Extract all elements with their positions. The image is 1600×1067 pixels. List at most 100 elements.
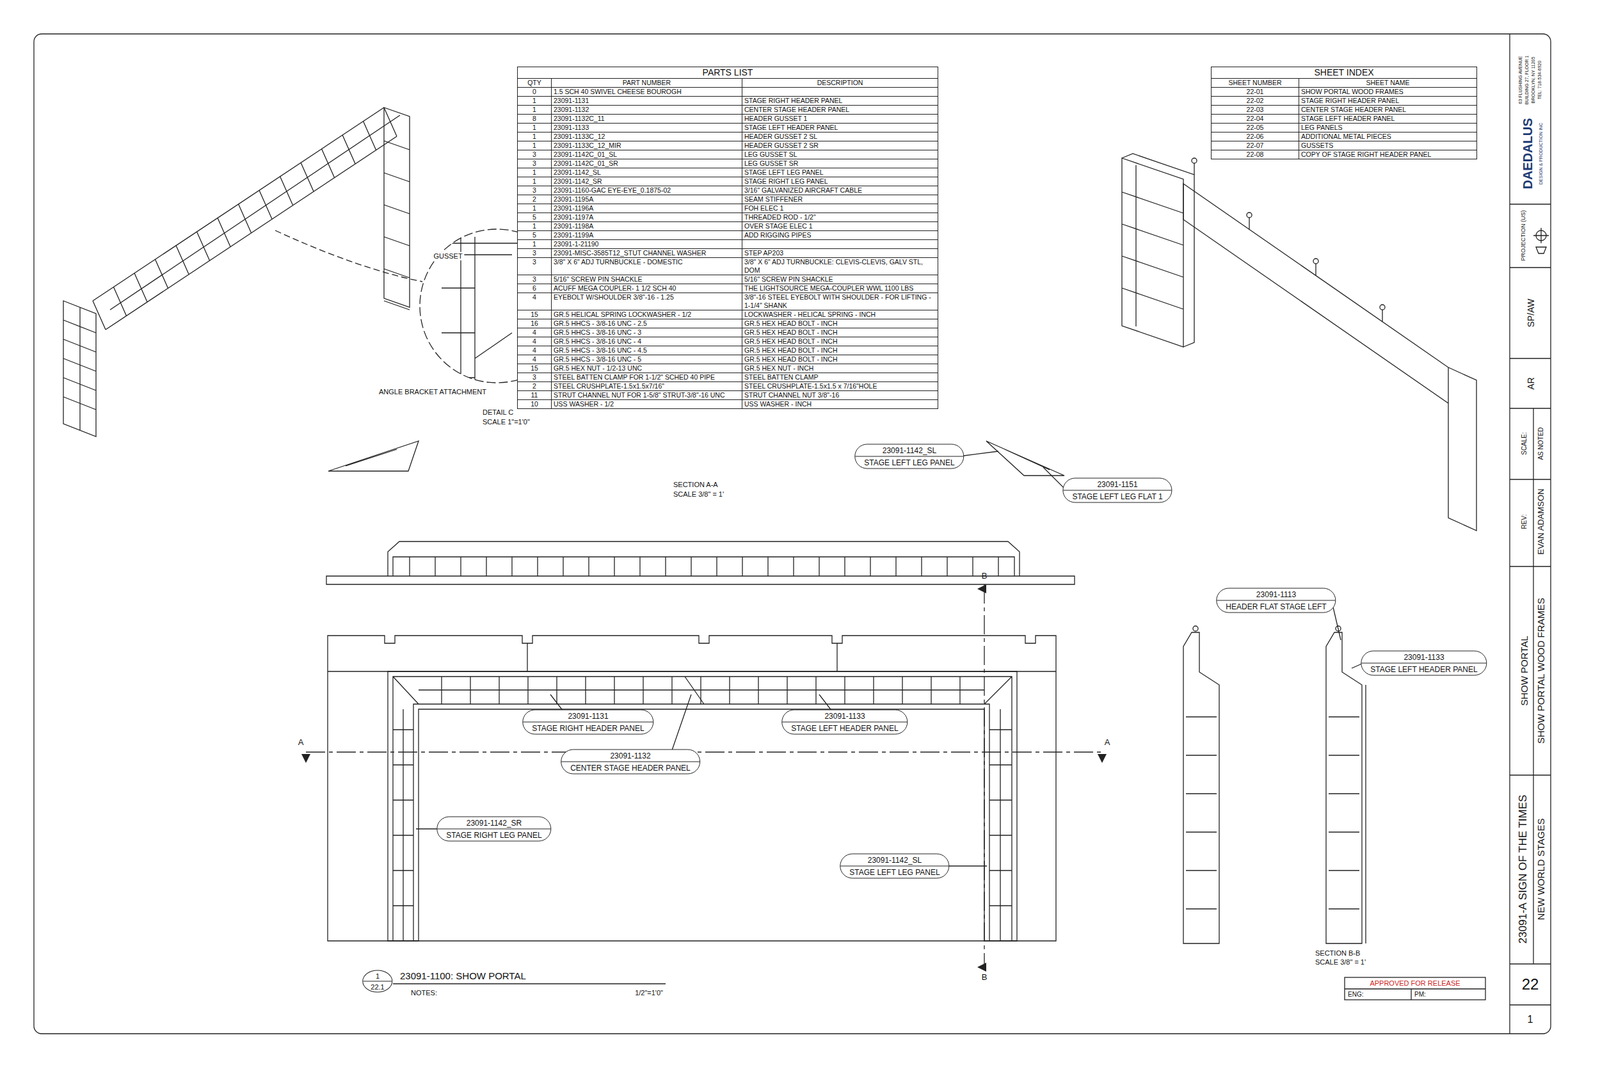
callout-oval: 23091-1142_SRSTAGE RIGHT LEG PANEL — [436, 816, 552, 842]
part-number: 23091-MISC-3585T12_STUT CHANNEL WASHER — [553, 248, 706, 257]
qty-cell: 0 — [517, 87, 552, 97]
sheet-label: DESIGN & PRODUCTION INC — [1538, 122, 1544, 185]
table-row: QTYPART NUMBERDESCRIPTION — [517, 78, 939, 88]
quantity: 3 — [532, 186, 537, 194]
quantity: 1 — [532, 141, 537, 150]
part-number: GR.5 HHCS - 3/8-16 UNC - 3 — [553, 328, 642, 336]
column-header: PART NUMBER — [622, 78, 671, 87]
callout-oval: 23091-1113HEADER FLAT STAGE LEFT — [1216, 588, 1336, 614]
callout-number: 23091-1142_SL — [855, 444, 964, 457]
table-row: 4GR.5 HHCS - 3/8-16 UNC - 4GR.5 HEX HEAD… — [517, 337, 939, 347]
quantity: 1 — [532, 222, 537, 230]
desc-cell: THREADED ROD - 1/2" — [742, 213, 939, 223]
sheet-label: BROOKLYN, NY 11205 — [1530, 56, 1536, 104]
sheet-label: 1 — [1527, 1013, 1534, 1026]
callout-number: 23091-1132 — [561, 750, 700, 762]
header-cell: QTY — [517, 78, 552, 88]
qty-cell: 15 — [517, 310, 552, 320]
qty-cell: 3 — [517, 150, 552, 160]
part-cell: 5/16" SCREW PIN SHACKLE — [551, 275, 743, 285]
qty-cell: 16 — [517, 319, 552, 329]
sheet-name: GUSSETS — [1301, 141, 1334, 150]
quantity: 1 — [532, 96, 537, 105]
quantity: 1 — [532, 132, 537, 141]
sheet-label: PROJECTION (US) — [1520, 209, 1527, 261]
column-header: SHEET NUMBER — [1228, 78, 1282, 87]
quantity: 10 — [530, 400, 539, 408]
part-description: HEADER GUSSET 2 SR — [744, 141, 819, 150]
sheet-number: 22-08 — [1246, 150, 1264, 159]
part-number: 23091-1199A — [553, 231, 594, 239]
sheet-name: CENTER STAGE HEADER PANEL — [1301, 105, 1407, 114]
quantity: 16 — [530, 319, 539, 328]
qty-cell: 10 — [517, 400, 552, 409]
desc-cell: HEADER GUSSET 1 — [742, 114, 939, 124]
callout-number: 23091-1113 — [1216, 588, 1336, 601]
qty-cell: 4 — [517, 346, 552, 356]
table-row: 22-04STAGE LEFT HEADER PANEL — [1211, 114, 1478, 124]
part-cell: 1.5 SCH 40 SWIVEL CHEESE BOUROGH — [551, 87, 743, 97]
quantity: 1 — [532, 177, 537, 185]
part-description: GR.5 HEX HEAD BOLT - INCH — [744, 328, 838, 336]
quantity: 0 — [532, 87, 537, 96]
part-description: LEG GUSSET SR — [744, 159, 799, 168]
part-number: 1.5 SCH 40 SWIVEL CHEESE BOUROGH — [553, 87, 682, 96]
table-row: 22-06ADDITIONAL METAL PIECES — [1211, 132, 1478, 142]
desc-cell: STAGE RIGHT HEADER PANEL — [742, 96, 939, 106]
sheet-number-cell: 22-05 — [1211, 123, 1300, 133]
qty-cell: 4 — [517, 355, 552, 365]
desc-cell: 3/8"-16 STEEL EYEBOLT WITH SHOULDER - FO… — [742, 293, 939, 311]
sheet-name-cell: GUSSETS — [1299, 141, 1478, 151]
part-cell: 23091-1199A — [551, 231, 743, 240]
quantity: 5 — [532, 213, 537, 221]
qty-cell: 11 — [517, 391, 552, 400]
qty-cell: 1 — [517, 96, 552, 106]
sheet-name-cell: STAGE LEFT HEADER PANEL — [1299, 114, 1478, 124]
part-number: 23091-1196A — [553, 204, 594, 212]
table-title: PARTS LIST — [702, 67, 754, 78]
part-description: 3/8"-16 STEEL EYEBOLT WITH SHOULDER - FO… — [744, 293, 932, 310]
part-number: 23091-1160-GAC EYE-EYE_0.1875-02 — [553, 186, 671, 194]
view-title: 23091-1100: SHOW PORTAL — [400, 970, 527, 982]
desc-cell: HEADER GUSSET 2 SR — [742, 141, 939, 151]
qty-cell: 5 — [517, 213, 552, 223]
table-row: 123091-1198AOVER STAGE ELEC 1 — [517, 222, 939, 232]
column-header: QTY — [527, 78, 542, 87]
desc-cell: GR.5 HEX NUT - INCH — [742, 364, 939, 374]
sheet-number: 22-06 — [1246, 132, 1264, 141]
desc-cell: STAGE LEFT HEADER PANEL — [742, 123, 939, 133]
desc-cell: STEEL BATTEN CLAMP — [742, 373, 939, 383]
quantity: 6 — [532, 284, 537, 292]
qty-cell: 5 — [517, 231, 552, 240]
sheet-name: STAGE LEFT HEADER PANEL — [1301, 114, 1395, 123]
table-row: 35/16" SCREW PIN SHACKLE5/16" SCREW PIN … — [517, 275, 939, 285]
column-header: SHEET NAME — [1365, 78, 1410, 87]
sheet-label: ENG: — [1347, 990, 1364, 999]
table-row: 323091-1142C_01_SRLEG GUSSET SR — [517, 159, 939, 169]
qty-cell: 1 — [517, 132, 552, 142]
part-cell: 23091-1195A — [551, 195, 743, 205]
quantity: 2 — [532, 195, 537, 203]
table-row: 22-03CENTER STAGE HEADER PANEL — [1211, 105, 1478, 115]
part-description: CENTER STAGE HEADER PANEL — [744, 105, 850, 114]
part-number: 23091-1131 — [553, 96, 589, 105]
quantity: 8 — [532, 114, 537, 123]
part-number: GR.5 HEX NUT - 1/2-13 UNC — [553, 364, 642, 372]
sheet-number-cell: 22-06 — [1211, 132, 1300, 142]
part-description: GR.5 HEX NUT - INCH — [744, 364, 814, 372]
part-cell: 23091-1133C_12_MIR — [551, 141, 743, 151]
callout-name: CENTER STAGE HEADER PANEL — [561, 761, 700, 774]
qty-cell: 6 — [517, 284, 552, 294]
qty-cell: 4 — [517, 328, 552, 338]
part-description: THE LIGHTSOURCE MEGA-COUPLER WWL 1100 LB… — [744, 284, 914, 292]
sheet-number: 22-02 — [1246, 96, 1264, 105]
part-description: STEP AP203 — [744, 248, 784, 257]
part-cell: GR.5 HHCS - 3/8-16 UNC - 4 — [551, 337, 743, 347]
qty-cell: 8 — [517, 114, 552, 124]
callout-number: 23091-1142_SL — [840, 854, 949, 866]
quantity: 15 — [530, 364, 539, 372]
part-description: THREADED ROD - 1/2" — [744, 213, 816, 221]
part-number: STEEL BATTEN CLAMP FOR 1-1/2" SCHED 40 P… — [553, 373, 715, 381]
part-description: SEAM STIFFENER — [744, 195, 803, 203]
